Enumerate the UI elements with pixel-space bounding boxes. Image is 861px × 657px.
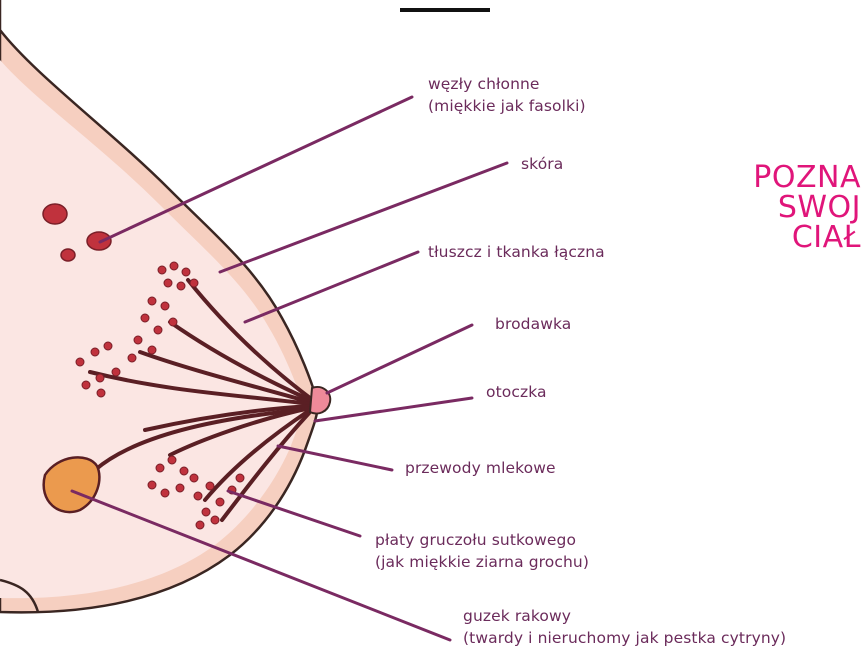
label-lobes-line1: płaty gruczołu sutkowego	[375, 529, 589, 551]
leader-line-areola	[315, 398, 472, 421]
label-lymph-nodes-line2: (miękkie jak fasolki)	[428, 95, 586, 117]
label-tumor-line2: (twardy i nieruchomy jak pestka cytryny)	[463, 627, 786, 649]
headline-line3: CIAŁ	[753, 223, 861, 253]
label-lymph-nodes: węzły chłonne (miękkie jak fasolki)	[428, 73, 586, 117]
headline-line1: POZNA	[753, 163, 861, 193]
lymph-node	[43, 204, 67, 224]
label-areola: otoczka	[486, 381, 547, 403]
label-lobes: płaty gruczołu sutkowego (jak miękkie zi…	[375, 529, 589, 573]
nipple	[310, 387, 330, 414]
label-lymph-nodes-line1: węzły chłonne	[428, 73, 586, 95]
lymph-node	[61, 249, 75, 261]
label-tumor: guzek rakowy (twardy i nieruchomy jak pe…	[463, 605, 786, 649]
label-skin: skóra	[521, 153, 563, 175]
leader-line-nipple	[327, 325, 472, 393]
label-tumor-line1: guzek rakowy	[463, 605, 786, 627]
label-lobes-line2: (jak miękkie ziarna grochu)	[375, 551, 589, 573]
leader-line-fat	[245, 252, 418, 322]
label-ducts: przewody mlekowe	[405, 457, 556, 479]
label-nipple: brodawka	[495, 313, 571, 335]
headline: POZNA SWOJ CIAŁ	[753, 163, 861, 253]
label-fat: tłuszcz i tkanka łączna	[428, 241, 605, 263]
headline-line2: SWOJ	[753, 193, 861, 223]
